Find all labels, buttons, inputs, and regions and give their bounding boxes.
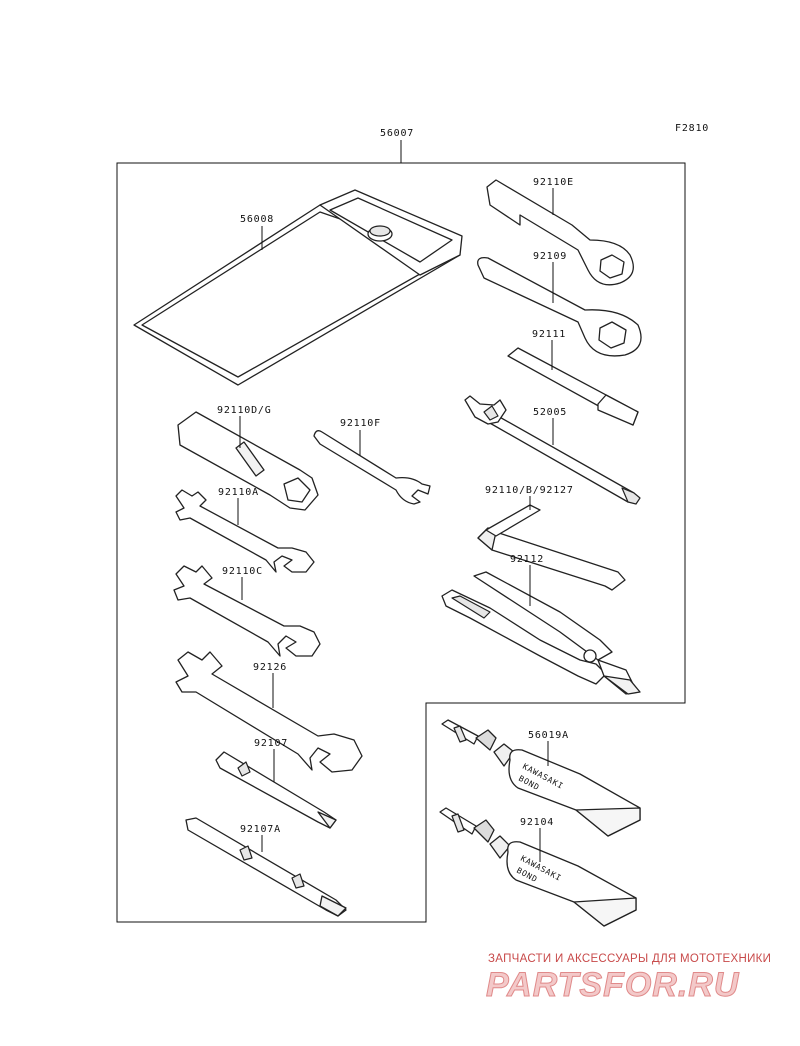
spark-plug-tool-52005 [464,395,641,505]
box-spanner-92110dg [177,411,319,511]
bond-tube-56019a: KAWASAKI BOND [441,719,641,837]
label-56019a: 56019A [528,730,569,741]
label-92112: 92112 [510,554,544,565]
label-56007: 56007 [380,128,414,139]
label-92107: 92107 [254,738,288,749]
label-92104: 92104 [520,817,554,828]
label-92110f: 92110F [340,418,381,429]
label-56008: 56008 [240,214,274,225]
watermark-site: PARTSFOR.RU [486,966,740,1004]
hex-key-92110b [477,504,626,591]
watermark-tagline: ЗАПЧАСТИ И АКСЕССУАРЫ ДЛЯ МОТОТЕХНИКИ [488,953,771,965]
open-wrench-92110f [313,430,431,505]
label-52005: 52005 [533,407,567,418]
screwdriver-92107a [185,817,347,917]
bond-tube-92104: KAWASAKI BOND [439,807,637,927]
label-92110dg: 92110D/G [217,405,272,416]
ring-wrench-92109 [477,257,642,357]
ring-wrench-92110e [486,179,634,286]
label-92107a: 92107A [240,824,281,835]
label-92111: 92111 [532,329,566,340]
label-92126: 92126 [253,662,287,673]
label-92110c: 92110C [222,566,263,577]
pliers-92112 [441,571,641,695]
label-92110e: 92110E [533,177,574,188]
open-wrench-92110c [173,565,321,657]
screwdriver-92107 [215,751,337,829]
label-92110b: 92110/B/92127 [485,485,574,496]
open-wrench-92126 [175,651,363,773]
open-wrench-92110a [175,489,315,573]
label-92109: 92109 [533,251,567,262]
diagram-code: F2810 [675,123,709,134]
tool-bag [133,189,463,386]
handle-bar-92111 [507,347,639,426]
label-92110a: 92110A [218,487,259,498]
tool-kit-outline [116,162,686,923]
